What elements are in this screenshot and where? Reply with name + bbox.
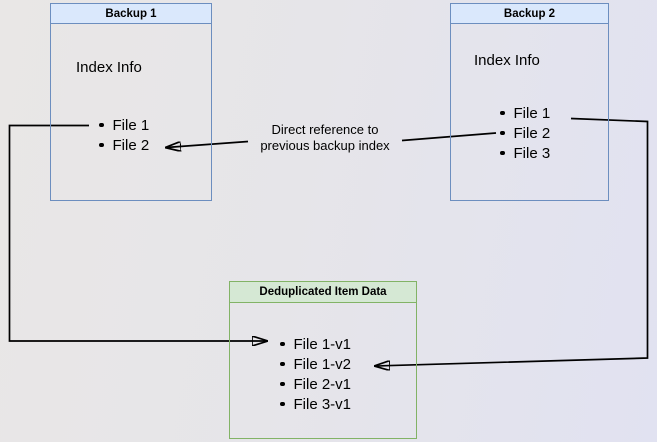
dedup-title: Deduplicated Item Data (230, 282, 416, 303)
file-label: File 2 (112, 136, 150, 154)
backup2-box: Backup 2 Index Info File 1 File 2 File 3 (450, 3, 609, 201)
list-item: File 1-v2 (280, 354, 351, 374)
direct-reference-label-line2: previous backup index (260, 138, 390, 153)
list-item: File 2-v1 (280, 374, 351, 394)
bullet-icon (500, 130, 505, 136)
list-item: File 2 (99, 135, 149, 155)
list-item: File 1-v1 (280, 334, 351, 354)
file-label: File 1-v1 (293, 335, 352, 353)
backup1-index-info-label: Index Info (76, 59, 142, 76)
list-item: File 3 (500, 143, 550, 163)
bullet-icon (280, 381, 285, 387)
bullet-icon (500, 110, 505, 116)
backup1-title: Backup 1 (51, 4, 211, 24)
bullet-icon (280, 361, 285, 367)
backup1-box: Backup 1 Index Info File 1 File 2 (50, 3, 212, 201)
list-item: File 2 (500, 123, 550, 143)
list-item: File 1 (500, 103, 550, 123)
deduplicated-item-data-box: Deduplicated Item Data File 1-v1 File 1-… (229, 281, 417, 439)
bullet-icon (99, 142, 104, 148)
list-item: File 3-v1 (280, 394, 351, 414)
bullet-icon (99, 122, 104, 128)
file-label: File 2 (513, 124, 551, 142)
backup2-index-info-label: Index Info (474, 52, 540, 69)
file-label: File 1 (112, 116, 150, 134)
bullet-icon (280, 341, 285, 347)
file-label: File 1-v2 (293, 355, 352, 373)
file-label: File 1 (513, 104, 551, 122)
dedup-file-list: File 1-v1 File 1-v2 File 2-v1 File 3-v1 (280, 334, 351, 414)
backup2-title: Backup 2 (451, 4, 608, 24)
direct-reference-label: Direct reference to previous backup inde… (243, 122, 407, 154)
direct-reference-label-line1: Direct reference to (271, 122, 379, 137)
backup1-file-list: File 1 File 2 (99, 115, 149, 155)
file-label: File 2-v1 (293, 375, 352, 393)
file-label: File 3-v1 (293, 395, 352, 413)
backup2-file-list: File 1 File 2 File 3 (500, 103, 550, 163)
list-item: File 1 (99, 115, 149, 135)
file-label: File 3 (513, 144, 551, 162)
bullet-icon (500, 150, 505, 156)
bullet-icon (280, 401, 285, 407)
